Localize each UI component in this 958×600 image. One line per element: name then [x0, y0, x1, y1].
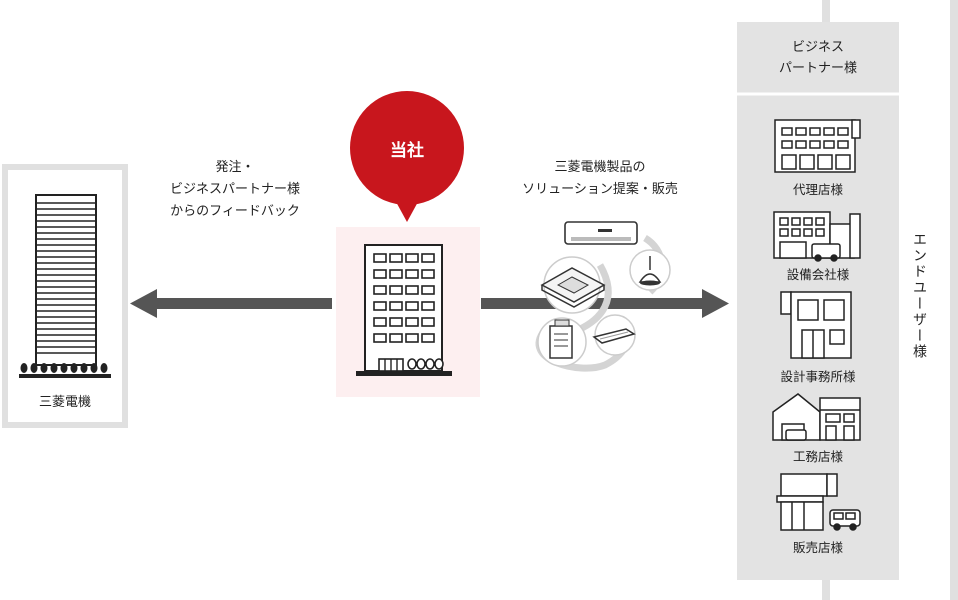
right-flow-label: 三菱電機製品の ソリューション提案・販売 [500, 157, 700, 201]
agency-building-icon [774, 119, 861, 173]
pendant-lamp-icon [638, 256, 662, 286]
end-users-label: エンドユーザー様 [911, 232, 927, 360]
mitsubishi-building-icon [19, 194, 111, 378]
retail-store-icon [776, 473, 861, 531]
company-building-icon [356, 244, 452, 376]
partners-header-line-1: ビジネス [791, 40, 844, 55]
construction-shop-icon [772, 393, 861, 441]
products-cluster-icon [535, 221, 671, 372]
right-flow-line-1: 三菱電機製品の [554, 160, 646, 175]
wall-ac-icon [564, 221, 638, 245]
cassette-ac-icon [540, 267, 606, 308]
partner-construction-label: 工務店様 [792, 449, 843, 464]
partner-equipment-label: 設備会社様 [786, 267, 850, 282]
company-pin-icon [350, 91, 464, 222]
equipment-company-icon [773, 211, 861, 262]
outdoor-unit-icon [549, 319, 573, 359]
left-flow-label: 発注・ ビジネスパートナー様 からのフィードバック [140, 157, 330, 223]
partner-retail-label: 販売店様 [792, 540, 843, 555]
partner-design-label: 設計事務所様 [780, 369, 856, 384]
partners-header-line-2: パートナー様 [778, 61, 857, 76]
design-office-icon [780, 291, 852, 359]
left-flow-line-3: からのフィードバック [170, 204, 300, 219]
partners-header: ビジネス パートナー様 [737, 37, 899, 79]
partner-agency-label: 代理店様 [792, 182, 843, 197]
company-badge-label: 当社 [390, 141, 424, 161]
mitsubishi-label: 三菱電機 [38, 395, 91, 410]
left-flow-line-1: 発注・ [215, 160, 255, 175]
right-flow-line-2: ソリューション提案・販売 [522, 182, 678, 197]
left-flow-line-2: ビジネスパートナー様 [169, 182, 300, 197]
ceiling-light-icon [592, 328, 636, 344]
left-arrow [130, 289, 332, 318]
